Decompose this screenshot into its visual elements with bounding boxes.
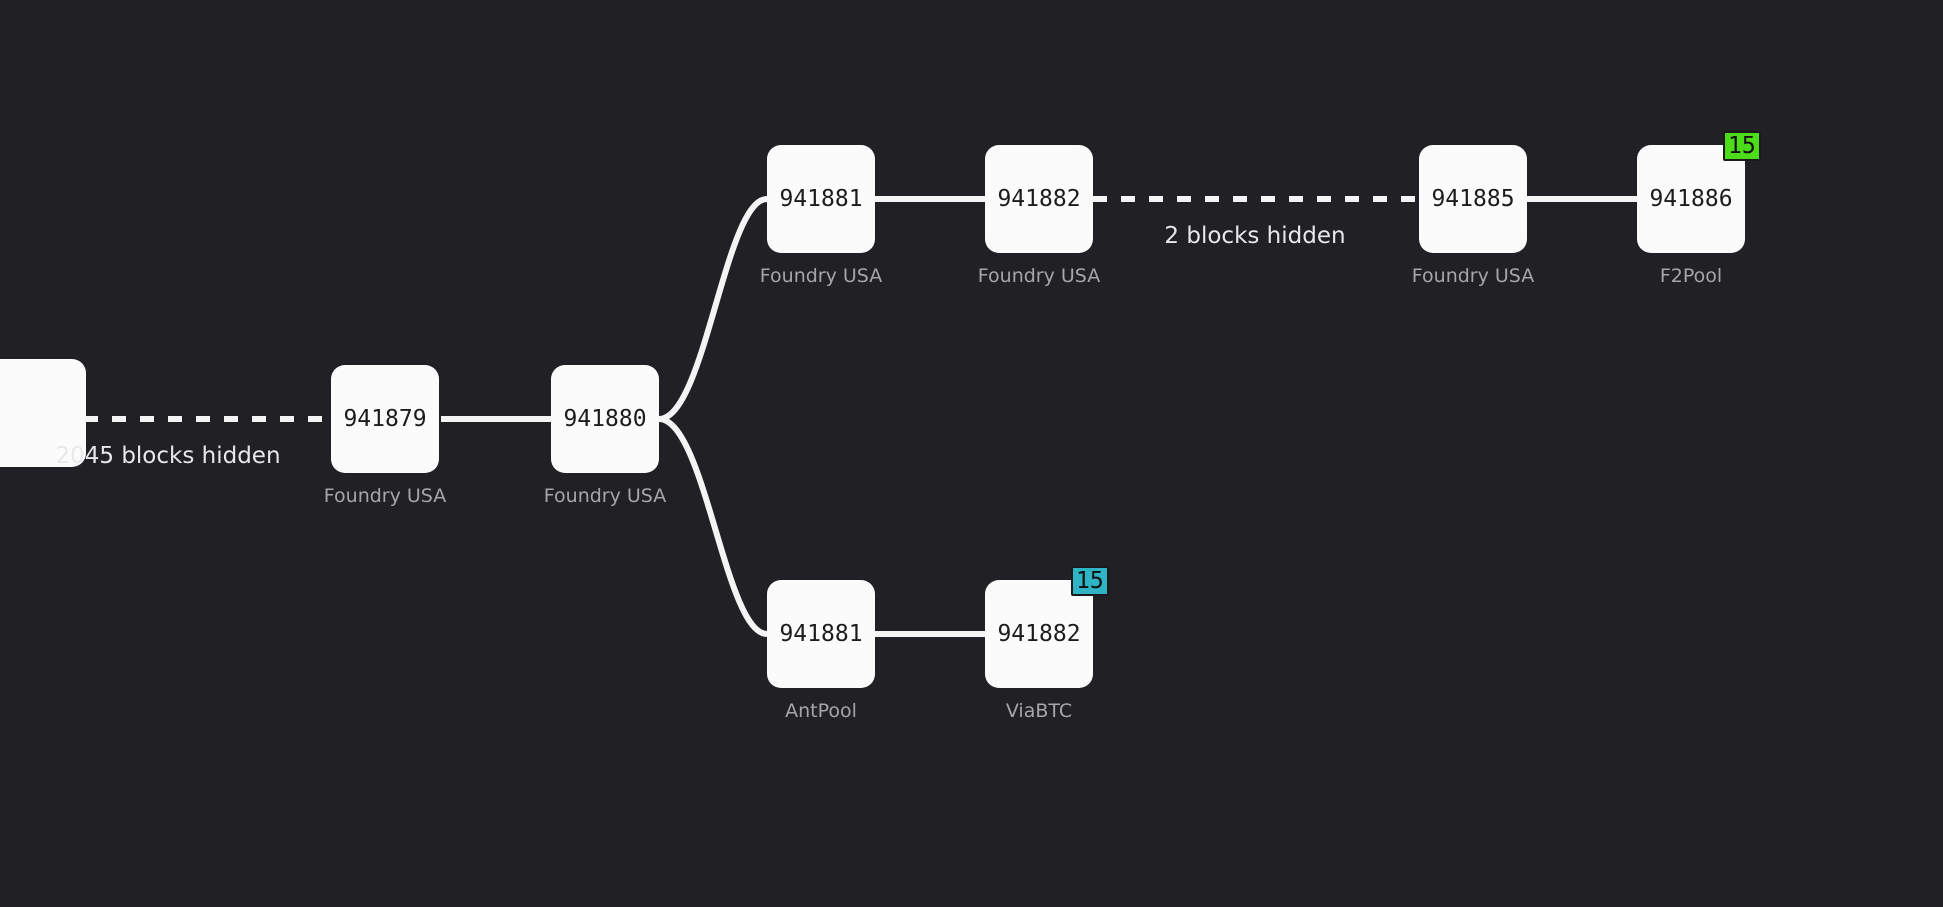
block-height-label: 941886 bbox=[1649, 185, 1733, 212]
block-height-label: 941882 bbox=[997, 620, 1081, 647]
block-confirmations-badge[interactable]: 15 bbox=[1723, 131, 1761, 161]
mining-pool-label: F2Pool bbox=[1659, 265, 1723, 287]
block-node[interactable]: 941882 bbox=[985, 145, 1093, 253]
mining-pool-label: Foundry USA bbox=[323, 485, 447, 507]
mining-pool-label: Foundry USA bbox=[977, 265, 1101, 287]
block-node[interactable]: 941885 bbox=[1419, 145, 1527, 253]
block-node[interactable]: 941881 bbox=[767, 145, 875, 253]
block-node[interactable]: 941880 bbox=[551, 365, 659, 473]
block-node[interactable]: 941879 bbox=[331, 365, 439, 473]
mining-pool-label: Foundry USA bbox=[759, 265, 883, 287]
block-node[interactable]: 941886 bbox=[1637, 145, 1745, 253]
block-node[interactable]: 941882 bbox=[985, 580, 1093, 688]
mining-pool-label: Foundry USA bbox=[1411, 265, 1535, 287]
block-height-label: 941880 bbox=[563, 405, 647, 432]
block-height-label: 941885 bbox=[1431, 185, 1515, 212]
mining-pool-label: AntPool bbox=[785, 700, 857, 722]
mining-pool-label: Foundry USA bbox=[543, 485, 667, 507]
block-height-label: 941881 bbox=[779, 185, 863, 212]
block-node[interactable]: 941881 bbox=[767, 580, 875, 688]
block-height-label: 941879 bbox=[343, 405, 427, 432]
hidden-blocks-label[interactable]: 2 blocks hidden bbox=[1164, 223, 1346, 249]
hidden-blocks-label[interactable]: 2045 blocks hidden bbox=[55, 443, 281, 469]
block-node[interactable] bbox=[0, 359, 86, 467]
mining-pool-label: ViaBTC bbox=[1005, 700, 1073, 722]
block-height-label: 941882 bbox=[997, 185, 1081, 212]
block-confirmations-badge[interactable]: 15 bbox=[1071, 566, 1109, 596]
block-height-label: 941881 bbox=[779, 620, 863, 647]
